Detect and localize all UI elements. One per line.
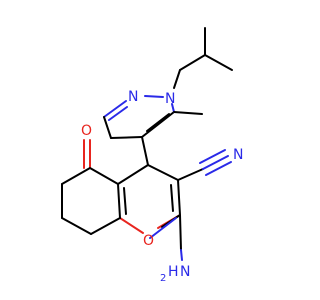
molecule-diagram: N N O O N H N 2 — [61, 27, 243, 284]
bond — [202, 155, 229, 170]
atom-nh2-h: H — [168, 264, 179, 280]
bond — [204, 54, 233, 71]
bond — [61, 217, 92, 235]
atom-o-ring: O — [143, 233, 154, 249]
isopropyl-group — [173, 27, 233, 89]
bond — [149, 217, 177, 239]
bond — [103, 116, 112, 139]
bond — [119, 217, 144, 234]
chromene-core — [61, 136, 181, 239]
bond — [147, 164, 179, 181]
bond — [141, 136, 149, 166]
bond — [173, 69, 181, 89]
bond — [170, 184, 174, 212]
bond — [117, 164, 149, 185]
atom-n-nitrile: N — [233, 147, 243, 163]
bond — [90, 217, 121, 235]
atom-n2: N — [128, 89, 138, 105]
bond — [171, 103, 175, 113]
bond — [146, 113, 170, 132]
bond — [179, 54, 206, 71]
bond — [108, 106, 128, 121]
pyrazole-ring — [103, 95, 203, 139]
bond — [117, 183, 121, 219]
bond — [173, 111, 203, 115]
bond — [123, 187, 127, 215]
bond — [177, 168, 204, 181]
bond — [177, 179, 181, 216]
bond — [199, 149, 226, 164]
atom-n1: N — [165, 91, 175, 107]
bond — [141, 111, 175, 138]
atom-nh2-subscript: 2 — [160, 273, 166, 284]
bond — [103, 100, 127, 118]
bond — [89, 167, 119, 185]
bond — [179, 214, 182, 251]
atom-o-ketone: O — [81, 123, 92, 139]
atom-labels: N N O O N H N 2 — [81, 89, 243, 284]
bond — [110, 136, 143, 139]
bond — [205, 161, 232, 176]
bond — [180, 249, 183, 261]
bond — [144, 95, 164, 98]
atom-nh2-n: N — [180, 264, 190, 280]
bond — [61, 167, 91, 185]
nitrile-group — [177, 149, 232, 181]
